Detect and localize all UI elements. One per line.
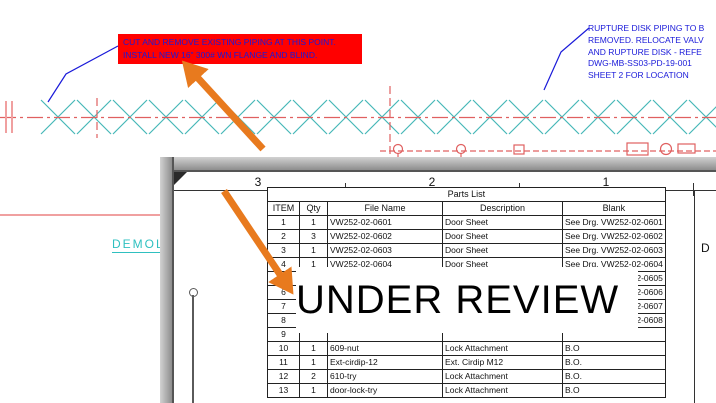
column-header: Qty (299, 201, 328, 216)
cell: 1 (299, 355, 328, 370)
cell: 8 (267, 313, 300, 328)
zone-number: 2 (428, 175, 436, 189)
cell: 9 (267, 327, 300, 342)
column-header: File Name (327, 201, 443, 216)
cell: B.O. (562, 369, 666, 384)
piping-hatch (40, 99, 716, 135)
pink-reference-line (0, 214, 160, 216)
cell: Door Sheet (442, 215, 563, 230)
cell: 1 (299, 243, 328, 258)
cell: 10 (267, 341, 300, 356)
cell: Door Sheet (442, 229, 563, 244)
cell: Ext-cirdip-12 (327, 355, 443, 370)
cell: See Drg. VW252-02-0601 (562, 215, 666, 230)
cell: 1 (299, 341, 328, 356)
rupture-note: RUPTURE DISK PIPING TO B REMOVED. RELOCA… (588, 23, 705, 81)
cell: Lock Attachment (442, 369, 563, 384)
cell: B.O (562, 383, 666, 398)
cell: VW252-02-0602 (327, 229, 443, 244)
zone-number: 3 (254, 175, 262, 189)
cut-note: CUT AND REMOVE EXISTING PIPING AT THIS P… (118, 34, 362, 64)
cell: 3 (299, 229, 328, 244)
cell: Door Sheet (442, 243, 563, 258)
cell: 1 (267, 215, 300, 230)
cell: Ext. Cirdip M12 (442, 355, 563, 370)
instrument-stem (192, 295, 194, 403)
valve-symbol (513, 144, 525, 155)
sheet-inner-border (694, 190, 695, 403)
cell: 4 (267, 257, 300, 272)
cell: 3 (267, 243, 300, 258)
cell: See Drg. VW252-02-0603 (562, 243, 666, 258)
zone-tick (693, 183, 694, 196)
cell: door-lock-try (327, 383, 443, 398)
cell: B.O. (562, 355, 666, 370)
cell: See Drg. VW252-02-0602 (562, 229, 666, 244)
cell: 5 (267, 271, 300, 286)
zone-letter: D (701, 241, 710, 255)
cell: 1 (299, 383, 328, 398)
cell: 11 (267, 355, 300, 370)
cut-note-leader (47, 45, 119, 103)
cell: 2 (267, 229, 300, 244)
column-header: Description (442, 201, 563, 216)
cell: Lock Attachment (442, 341, 563, 356)
cell: 1 (299, 215, 328, 230)
cell: VW252-02-0603 (327, 243, 443, 258)
pink-reference-mark (11, 101, 13, 133)
parts-list-title: Parts List (267, 187, 666, 202)
cell: 609-nut (327, 341, 443, 356)
cell: B.O (562, 341, 666, 356)
sheet-left-edge (160, 157, 174, 403)
cell: Lock Attachment (442, 383, 563, 398)
equipment-symbol (626, 142, 696, 156)
rupture-note-leader (543, 27, 590, 91)
cell: 610-try (327, 369, 443, 384)
sheet-top-edge (160, 157, 716, 172)
cell: 12 (267, 369, 300, 384)
under-review-watermark: UNDER REVIEW (296, 267, 638, 333)
pink-reference-mark (5, 101, 7, 133)
cell: 2 (299, 369, 328, 384)
zone-number: 1 (602, 175, 610, 189)
demolition-label: DEMOL (112, 237, 165, 253)
cell: 6 (267, 285, 300, 300)
column-header: Blank (562, 201, 666, 216)
cell: 7 (267, 299, 300, 314)
cell: VW252-02-0601 (327, 215, 443, 230)
fold-mark (174, 172, 187, 185)
cell: 13 (267, 383, 300, 398)
column-header: ITEM (267, 201, 300, 216)
